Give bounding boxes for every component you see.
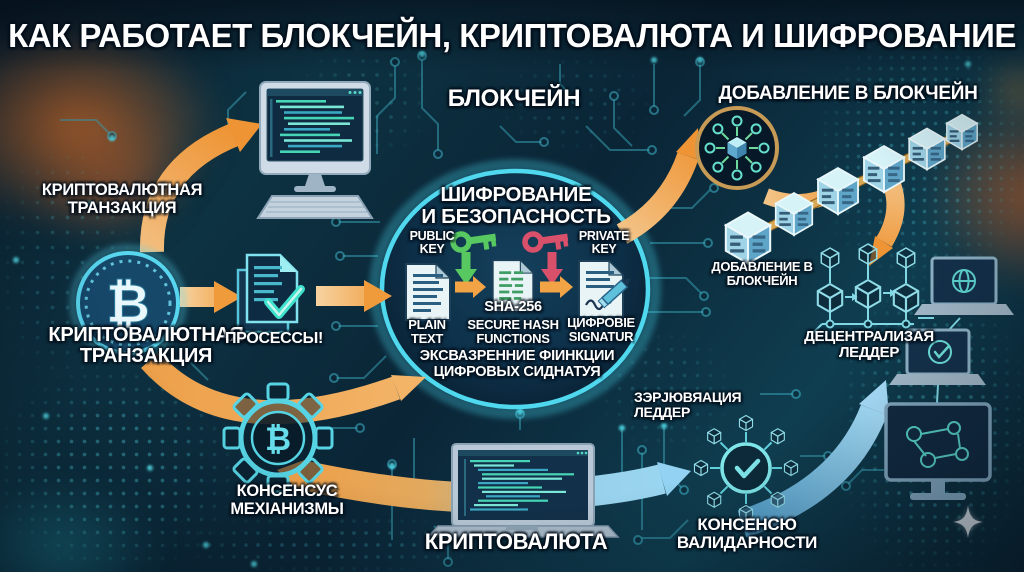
laptop-code-icon — [426, 443, 620, 538]
node-network-icon — [695, 106, 779, 190]
signature-step-arrow — [540, 276, 573, 298]
label-digital-signature: ЦИФРОВIE SIGNATUR — [567, 315, 635, 344]
digital-signature-doc-icon — [578, 260, 631, 318]
code-lines — [470, 460, 574, 511]
label-encryption-title: ШИФРОВАНИЕ И БЕЗОПАСНОСТЬ — [421, 183, 611, 228]
label-cryptocurrency: КРИПТОВАЛЮТА — [424, 529, 608, 554]
label-processes: ПРОСЕССЫ! — [224, 330, 324, 347]
plain-text-doc-icon — [405, 263, 451, 321]
label-crypto-transaction-bottom: КРИПТОВАЛЮТНАЯ ТРАНЗАКЦИЯ — [48, 324, 244, 368]
consensus-validation-icon — [693, 414, 799, 522]
arrow-consensus-to-ledger — [737, 380, 889, 538]
label-consensus-validation: КОНСЕНСЮ ВАЛИДАРНОСТИ — [676, 515, 818, 553]
block-cube — [908, 127, 946, 171]
hash-doc-icon — [491, 259, 535, 313]
laptop-globe-icon — [914, 256, 1014, 315]
label-consensus-mechanisms: КОНСЕНСУС МЕХІАНИЗМЫ — [230, 482, 344, 518]
label-blockchain: БЛОКЧЕЙН — [447, 85, 581, 112]
desktop-computer-icon — [256, 81, 374, 219]
sparkle-icon — [953, 505, 983, 538]
center-cube-icon — [727, 137, 747, 159]
hash-step-arrow — [455, 276, 486, 298]
decentralized-ledger-network — [807, 243, 934, 339]
laptop-check-icon — [889, 328, 986, 385]
arrow-coin-to-monitor — [139, 118, 262, 253]
arrow-circle-to-addblockchain — [616, 128, 700, 244]
arrow-coin-to-processes — [180, 281, 242, 313]
globe-icon — [952, 269, 976, 293]
page-title: КАК РАБОТАЕТ БЛОКЧЕЙН, КРИПТОВАЛЮТА И ШИ… — [8, 17, 1016, 54]
pencil-icon — [597, 278, 631, 309]
public-key-down-arrow — [455, 252, 477, 285]
label-sha256: SHA-256 — [484, 299, 542, 315]
label-decentralized-ledger: ДЕЦЕНТРАЛИЗАЯ ЛЕДДЕР — [804, 328, 934, 362]
label-private-key: PRIVATE KEY — [578, 229, 630, 256]
label-secure-hash: SECURE HASH FUNCTIONS — [467, 317, 559, 346]
label-plain-text: PLAIN TEXT — [408, 317, 446, 346]
code-lines — [276, 100, 354, 153]
label-public-key: PUBLIC KEY — [409, 229, 455, 256]
block-cube — [724, 211, 772, 265]
arrow-processes-to-circle — [316, 280, 392, 312]
block-cube — [816, 166, 860, 216]
bitcoin-coin-icon: ₿ — [69, 244, 187, 362]
block-cube — [945, 113, 979, 151]
consensus-gear-icon: ₿ — [222, 382, 334, 494]
label-ledger-note: ЗЭРЈЮВЯАЦИЯ ЛЕДДЕР — [634, 389, 742, 420]
label-circle-caption: ЭКСВАЗРЕННИЕ ФІИНКЦИИ ЦИФРОВЫХ СИДНАТУЯ — [419, 348, 615, 380]
gear-bitcoin-glyph: ₿ — [265, 421, 291, 457]
monitor-network-icon — [884, 402, 992, 500]
label-add-blockchain-title: ДОБАВЛЕНИЕ В БЛОКЧЕЙН — [718, 83, 978, 104]
bitcoin-symbol: ₿ — [106, 274, 150, 334]
checkmark-icon — [734, 458, 761, 479]
label-add-blockchain-small: ДОБАВЛЕНИЕ В БЛОКЧЕЙН — [711, 259, 813, 288]
checkmark-icon — [933, 345, 950, 359]
private-key-down-arrow — [541, 252, 563, 285]
label-crypto-transaction-top: КРИПТОВАЛЮТНАЯ ТРАНЗАКЦИЯ — [41, 181, 203, 217]
processes-doc-icon — [236, 253, 305, 334]
